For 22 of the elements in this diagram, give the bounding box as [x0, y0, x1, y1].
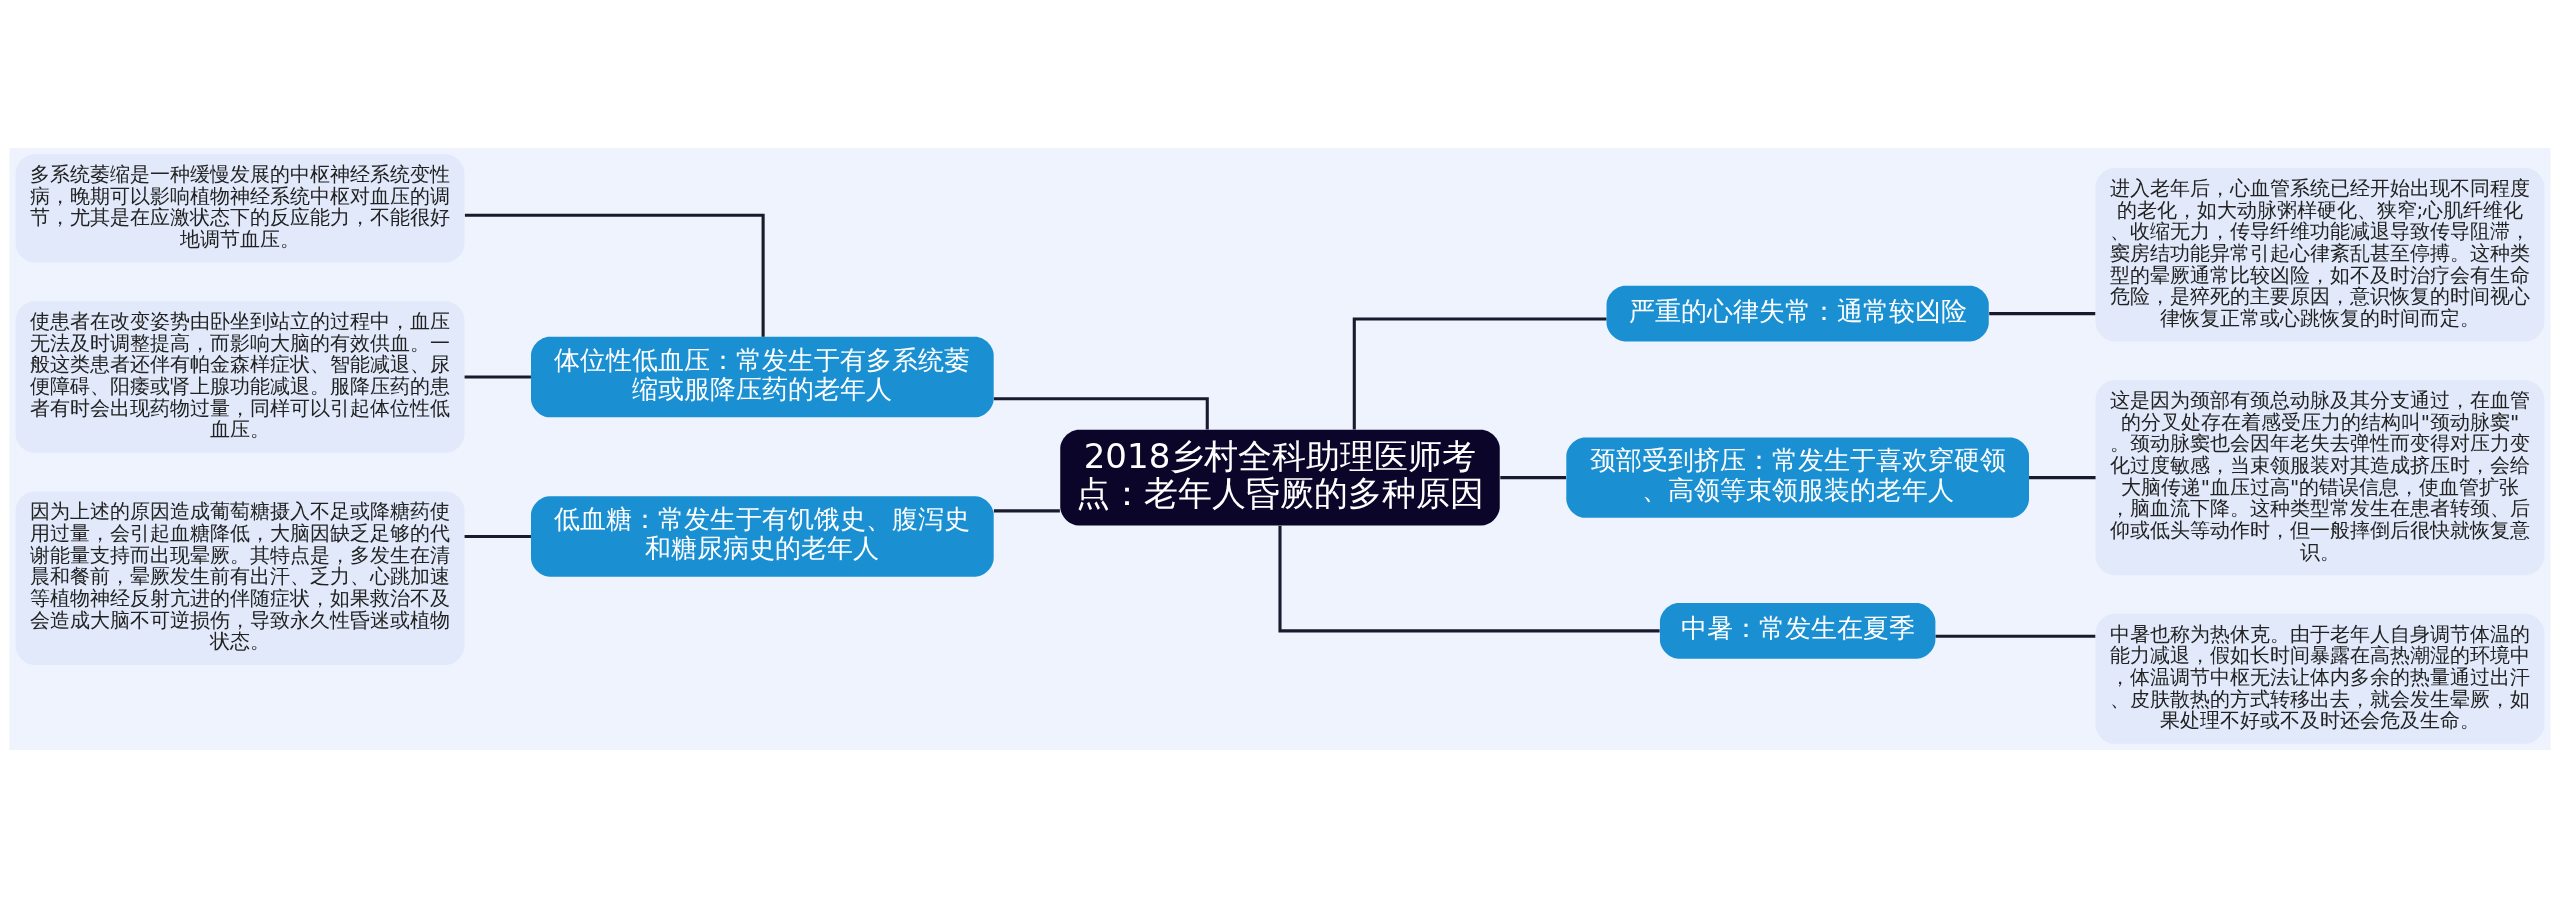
node-box: 颈部受到挤压：常发生于喜欢穿硬领、高领等束领服装的老年人 — [1566, 436, 2029, 518]
connector — [464, 375, 531, 379]
node-box: 多系统萎缩是一种缓慢发展的中枢神经系统变性病，晚期可以影响植物神经系统中枢对血压的调节，尤其是在应激状态下的反应能力，不能很好地调节血压。 — [15, 153, 465, 262]
node-box: 因为上述的原因造成葡萄糖摄入不足或降糖药使用过量，会引起血糖降低，大脑因缺乏足够的代谢能量支持而出现晕厥。其特点是，多发生在清晨和餐前，晕厥发生前有出汗、乏力、心跳加速等植物神经反射亢进的伴随症状，如果救治不及会造成大脑不可逆损伤，导致永久性昏迷或植物状态。 — [15, 491, 465, 665]
node-box: 低血糖：常发生于有饥饿史、腹泻史和糖尿病史的老年人 — [531, 495, 994, 577]
node-box: 这是因为颈部有颈总动脉及其分支通过，在血管的分叉处存在着感受压力的结构叫"颈动脉窦"。颈动脉窦也会因年老失去弹性而变得对压力变化过度敏感，当束领服装对其造成挤压时，会给大脑传递"血压过高"的错误信息，使血管扩张，脑血流下降。这种类型常发生在患者转颈、后仰或低头等动作时，但一般摔倒后很快就恢复意识。 — [2095, 379, 2545, 575]
connector — [993, 508, 1060, 512]
connector — [464, 213, 765, 337]
node-box: 使患者在改变姿势由卧坐到站立的过程中，血压无法及时调整提高，而影响大脑的有效供血。一般这类患者还伴有帕金森样症状、智能减退、尿便障碍、阳痿或肾上腺功能减退。服降压药的患者有时会出现药物过量，同样可以引起体位性低血压。 — [15, 300, 465, 453]
connector — [1989, 311, 2096, 315]
node-box: 进入老年后，心血管系统已经开始出现不同程度的老化，如大动脉粥样硬化、狭窄;心肌纤维化、收缩无力，传导纤维功能减退导致传导阻滞，窦房结功能异常引起心律紊乱甚至停搏。这种类型的晕厥通常比较凶险，如不及时治疗会有生命危险，是猝死的主要原因，意识恢复的时间视心律恢复正常或心跳恢复的时间而定。 — [2095, 167, 2545, 341]
connector — [1935, 634, 2096, 638]
connector — [1500, 475, 1566, 479]
connector — [464, 534, 531, 538]
node-box: 严重的心律失常：通常较凶险 — [1606, 285, 1989, 341]
node-box: 中暑：常发生在夏季 — [1659, 602, 1936, 659]
connector — [2029, 475, 2096, 479]
node-box: 2018乡村全科助理医师考点：老年人昏厥的多种原因 — [1060, 429, 1500, 526]
node-box: 体位性低血压：常发生于有多系统萎缩或服降压药的老年人 — [531, 336, 994, 417]
connector — [1352, 316, 1607, 430]
node-box: 中暑也称为热休克。由于老年人自身调节体温的能力减退，假如长时间暴露在高热潮湿的环境中，体温调节中枢无法让体内多余的热量通过出汗、皮肤散热的方式转移出去，就会发生晕厥，如果处理不好或不及时还会危及生命。 — [2095, 613, 2545, 744]
connector — [1278, 525, 1660, 632]
